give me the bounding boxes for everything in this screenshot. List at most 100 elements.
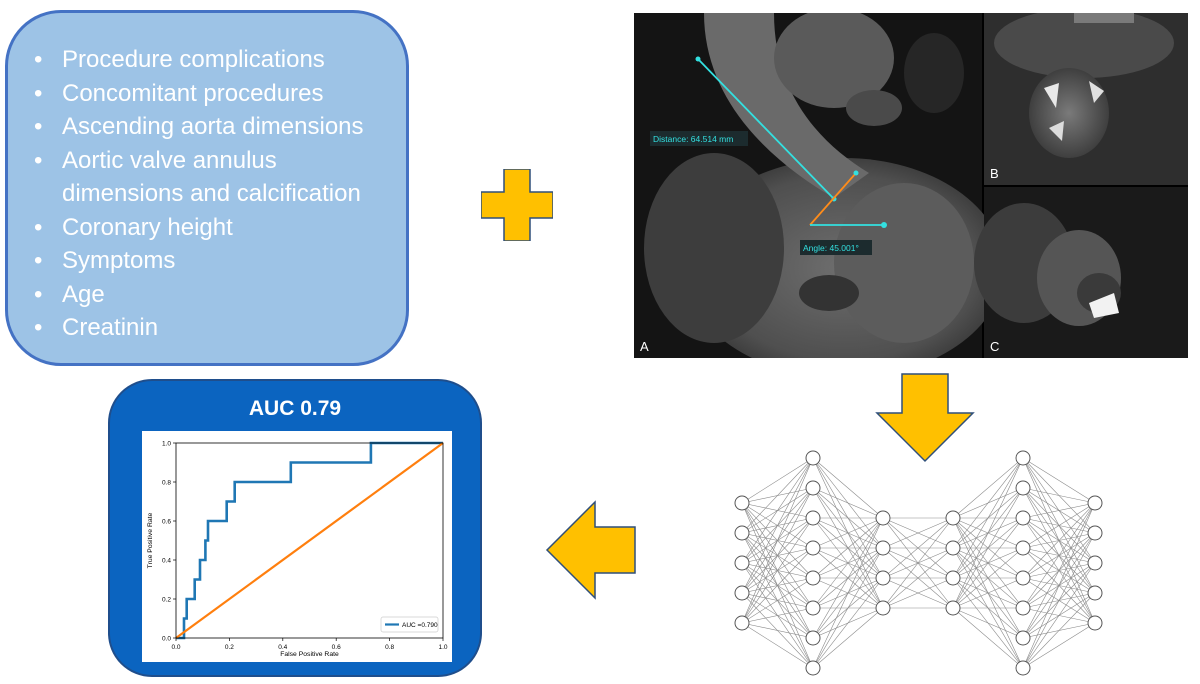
nn-edge [882,517,954,549]
chance-diagonal-line [175,442,444,639]
nn-edge [952,517,1024,609]
x-axis-label: False Positive Rate [280,651,339,658]
ct-panel-b: B [984,13,1188,185]
nn-node [875,510,891,526]
nn-node [734,585,750,601]
nn-edge [741,607,814,624]
nn-edge [812,517,884,609]
nn-edge [1022,502,1096,609]
nn-edge [952,457,1024,609]
nn-edge [882,517,954,579]
nn-edge [952,547,1024,609]
panel-b-label: B [990,166,999,181]
nn-node [805,630,821,646]
feature-item: Creatinin [34,311,364,345]
nn-node [805,450,821,466]
arrow-down-icon [875,373,975,463]
feature-item-text: Procedure complications [62,46,325,73]
plot-frame [175,442,444,639]
y-tick-label: 0.6 [162,518,171,525]
nn-node [1015,450,1031,466]
feature-item-text: Coronary height [62,213,233,241]
nn-node [1015,600,1031,616]
feature-item: Procedure complications [34,43,364,77]
nn-edge [1022,502,1096,639]
nn-edge [741,577,814,624]
nn-node [734,495,750,511]
nn-edge [812,547,884,669]
nn-edge [1022,562,1096,669]
nn-node [1087,555,1103,571]
nn-edge [741,457,814,534]
nn-edge [1022,457,1096,504]
nn-edge [812,607,884,669]
nn-edge [882,577,954,609]
panel-a-label: A [640,339,649,354]
features-box: Procedure complicationsConcomitant proce… [5,10,409,366]
feature-item-text: Age [62,280,105,308]
auc-title: AUC 0.79 [248,397,342,420]
nn-edge [812,517,884,639]
feature-item-text: Ascending aorta dimensions [62,113,364,140]
x-tick-label: 0.8 [385,644,394,651]
nn-node [945,570,961,586]
arrow-left-icon [545,500,636,600]
nn-edge [812,457,884,519]
nn-node [805,540,821,556]
nn-edge [741,547,814,624]
y-axis-label: True Positive Rate [147,512,154,568]
feature-item: Ascending aorta dimensions [34,110,364,144]
nn-edge [952,607,1024,639]
nn-node [1015,570,1031,586]
nn-edge [1022,592,1096,669]
nn-edge [1022,502,1096,519]
features-list: Procedure complicationsConcomitant proce… [34,43,364,345]
nn-node [734,615,750,631]
ct-panel-c: C [974,187,1188,358]
nn-node [734,555,750,571]
legend-label: AUC =0.790 [402,622,438,629]
nn-node [945,600,961,616]
x-tick-label: 0.0 [171,644,180,651]
nn-node [805,480,821,496]
panel-c-label: C [990,339,999,354]
angle-label: Angle: 45.001° [803,243,859,253]
nn-node [945,510,961,526]
feature-item: Coronary height [34,211,364,245]
nn-edge [1022,487,1096,504]
nn-node [875,540,891,556]
neural-network-diagram [734,450,1103,676]
nn-node [1087,495,1103,511]
feature-item-text: Aortic valve annulus [62,146,277,174]
nn-node [1015,540,1031,556]
nn-edge [741,457,814,564]
y-tick-label: 0.0 [162,635,171,642]
x-tick-label: 0.6 [332,644,341,651]
nn-edge [952,607,1024,669]
nn-edge [882,517,954,609]
nn-edge [952,457,1024,519]
nn-edge [741,487,814,624]
x-tick-label: 0.2 [225,644,234,651]
nn-edge [741,457,814,594]
roc-chart: 0.00.00.20.20.40.40.60.60.80.81.01.0Fals… [147,440,448,658]
nn-edge [882,547,954,609]
y-tick-label: 0.8 [162,479,171,486]
nn-node [1015,510,1031,526]
nn-edge [741,622,814,639]
neural-network-nodes [734,450,1103,676]
nn-node [805,600,821,616]
nn-edge [812,517,884,549]
x-tick-label: 0.4 [278,644,287,651]
feature-item-text: dimensions and calcification [62,180,361,207]
plus-icon [481,169,553,241]
feature-item: Age [34,278,364,312]
nn-edge [1022,622,1096,669]
nn-edge [1022,502,1096,669]
y-tick-label: 1.0 [162,440,171,447]
nn-edge [952,457,1024,579]
nn-node [875,570,891,586]
y-tick-label: 0.2 [162,596,171,603]
